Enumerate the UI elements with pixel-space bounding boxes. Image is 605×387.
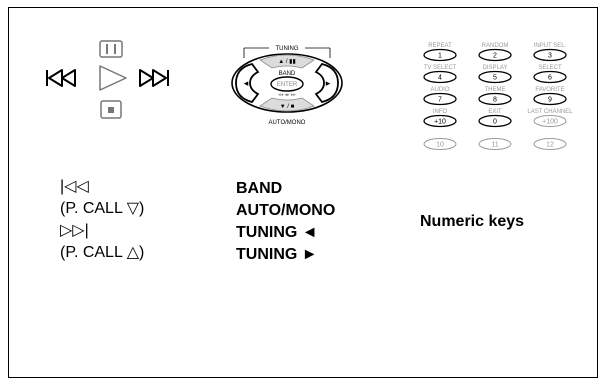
numeric-key: 7	[438, 97, 442, 104]
figure-frame	[8, 7, 598, 378]
key-label: FAVORITE	[535, 87, 564, 93]
svg-text:▼ / ■: ▼ / ■	[280, 104, 295, 110]
key-label: LAST CHANNEL	[527, 109, 573, 115]
tuning-legend: BAND AUTO/MONO TUNING ◄ TUNING ►	[236, 178, 335, 266]
skip-forward-icon	[139, 69, 169, 87]
band-label: BAND	[279, 71, 296, 77]
transport-legend: |◁◁ (P. CALL ▽) ▷▷| (P. CALL △)	[60, 176, 144, 264]
pcall-down-legend: (P. CALL ▽)	[60, 200, 145, 217]
auto-mono-label: AUTO/MONO	[269, 120, 306, 126]
numeric-key: 5	[493, 75, 497, 82]
numeric-keys-legend: Numeric keys	[420, 213, 525, 230]
key-label: SELECT	[538, 65, 562, 71]
svg-text:▲ / ▮▮: ▲ / ▮▮	[278, 59, 296, 65]
skip-back-icon	[46, 69, 76, 87]
key-label: INPUT SEL.	[534, 43, 567, 49]
play-icon	[99, 65, 127, 91]
pause-icon	[99, 40, 123, 58]
numeric-key: 6	[548, 75, 552, 82]
enter-label: ENTER	[277, 82, 298, 88]
key-label: RANDOM	[482, 43, 509, 49]
svg-text:▸: ▸	[326, 78, 331, 88]
transport-buttons-diagram	[46, 40, 169, 119]
key-label: THEME	[485, 87, 506, 93]
pcall-up-legend: (P. CALL △)	[60, 244, 145, 261]
key-label: REPEAT	[428, 43, 452, 49]
numeric-key: +10	[434, 119, 446, 126]
numeric-key: 9	[548, 97, 552, 104]
key-label: AUDIO	[430, 87, 449, 93]
tuning-left-legend: TUNING ◄	[236, 224, 318, 241]
skip-back-legend: |◁◁	[60, 178, 89, 195]
numeric-key: 10	[436, 142, 444, 149]
key-label: INFO	[433, 109, 448, 115]
svg-text:◂◂ ◂▸ ▸▸: ◂◂ ◂▸ ▸▸	[278, 92, 296, 98]
numeric-key: +100	[542, 119, 558, 126]
svg-text:◂: ◂	[244, 78, 249, 88]
numeric-keypad-diagram: REPEAT RANDOM INPUT SEL. 1 2 3 TV SELECT…	[423, 43, 573, 150]
band-legend: BAND	[236, 180, 283, 197]
key-label: EXIT	[488, 109, 502, 115]
numeric-key: 4	[438, 75, 442, 82]
auto-mono-legend: AUTO/MONO	[236, 202, 336, 219]
tuning-top-label: TUNING	[276, 46, 299, 52]
numeric-key: 8	[493, 97, 497, 104]
numeric-key: 3	[548, 53, 552, 60]
numeric-key: 1	[438, 53, 442, 60]
skip-forward-legend: ▷▷|	[60, 222, 89, 239]
numeric-key: 11	[491, 142, 498, 149]
tuning-right-legend: TUNING ►	[236, 246, 318, 263]
key-label: DISPLAY	[483, 65, 508, 71]
key-label: TV SELECT	[424, 65, 457, 71]
numeric-key: 12	[546, 142, 554, 149]
tuning-pad-diagram: TUNING ▲ / ▮▮ ▼ / ■ ◂ ▸ BAND ENTER ◂◂ ◂▸…	[231, 46, 343, 126]
numeric-key: 0	[493, 119, 497, 126]
stop-icon	[100, 100, 122, 119]
numeric-key: 2	[493, 53, 497, 60]
